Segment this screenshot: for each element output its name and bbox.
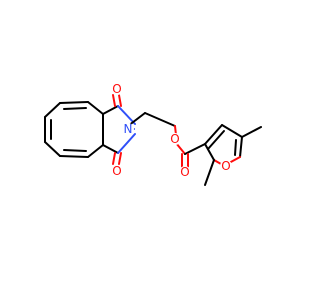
bond: [204, 124, 223, 145]
bond: [59, 155, 89, 158]
bond: [87, 144, 104, 158]
atom-o-ester: O: [170, 132, 179, 146]
atom-o-carbonyl-bottom: O: [112, 164, 121, 178]
ester-group: [175, 142, 206, 168]
bond: [102, 144, 119, 154]
bond-inner: [207, 130, 225, 150]
bond: [59, 101, 89, 104]
atom-o-ester-carbonyl: O: [180, 165, 189, 179]
methyl-groups: [204, 126, 262, 186]
bond: [239, 136, 243, 158]
bond-inner: [234, 139, 237, 156]
bond: [228, 156, 241, 164]
bond-double: [118, 94, 122, 107]
bond-inner: [63, 107, 87, 110]
molecule-structure: O O N O O O: [44, 82, 262, 186]
bond-inner: [63, 149, 87, 152]
bond-double: [112, 152, 116, 165]
furan-ring: [204, 124, 243, 165]
imide-ring: [102, 94, 136, 165]
bond-double: [118, 152, 122, 165]
bond-double: [112, 94, 116, 107]
atom-labels: O O N O O O: [111, 82, 232, 179]
bond: [184, 143, 206, 155]
bond: [44, 102, 61, 118]
bond: [204, 143, 215, 161]
bond: [44, 141, 61, 157]
bond: [102, 105, 119, 115]
bond-methyl: [241, 126, 262, 138]
atom-o-furan: O: [221, 159, 230, 173]
bond: [87, 101, 104, 115]
bond: [117, 133, 136, 154]
atom-o-carbonyl-top: O: [112, 82, 121, 96]
bond-methyl: [204, 159, 215, 186]
benzene-ring: [44, 101, 104, 158]
bond: [144, 112, 176, 127]
bond: [117, 105, 136, 125]
bond: [175, 142, 186, 155]
bond: [213, 159, 222, 165]
atom-n-imide: N: [124, 122, 133, 136]
bond: [221, 124, 243, 138]
